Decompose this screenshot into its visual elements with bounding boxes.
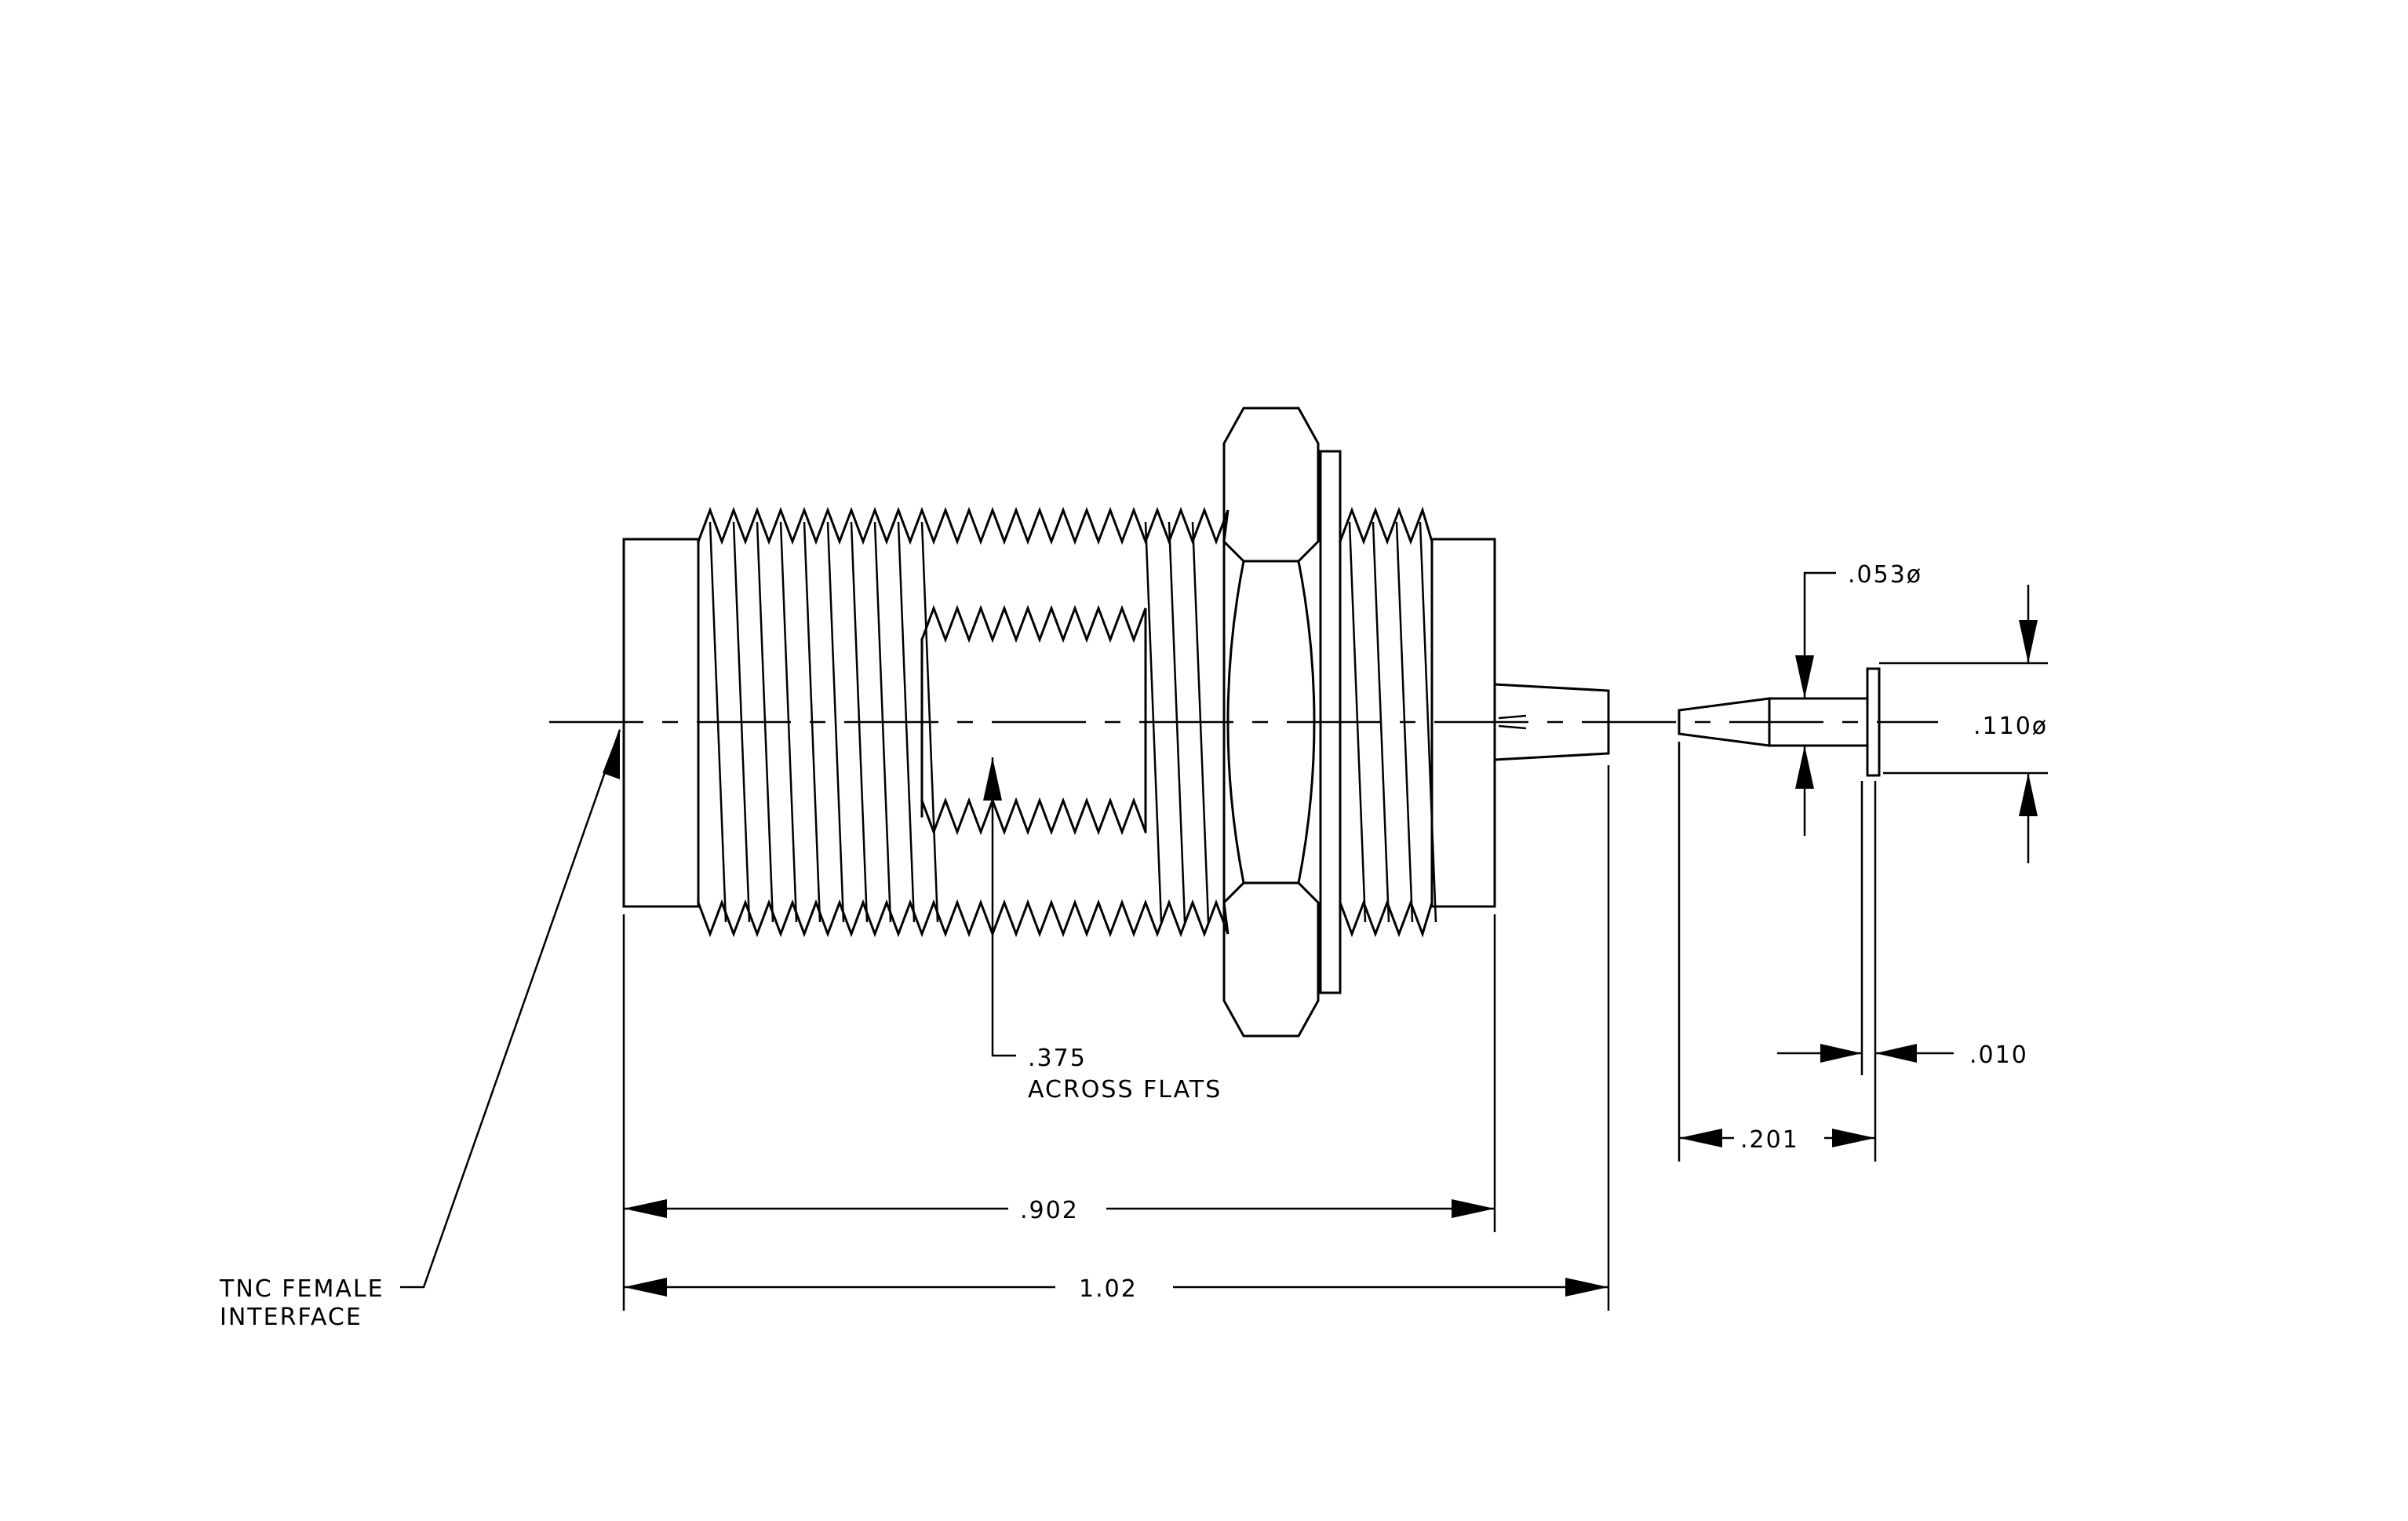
dim-053: .053ø — [1795, 561, 1922, 836]
dim-201: .201 — [1679, 1126, 1875, 1154]
dim-010-label: .010 — [1969, 1041, 2028, 1069]
interface-line1: TNC FEMALE — [219, 1275, 384, 1303]
dim-010: .010 — [1777, 1041, 2028, 1069]
contact-pin — [1678, 667, 1881, 777]
rear-pin-stub — [1493, 683, 1610, 761]
rear-threads — [1339, 506, 1437, 938]
interface-leader: TNC FEMALE INTERFACE — [219, 728, 621, 1331]
flats-note: ACROSS FLATS — [1028, 1076, 1222, 1103]
dim-201-label: .201 — [1740, 1126, 1799, 1154]
flats-leader: .375 ACROSS FLATS — [983, 757, 1222, 1103]
dim-902: .902 — [624, 1197, 1495, 1224]
interface-line2: INTERFACE — [220, 1304, 362, 1331]
dim-053-label: .053ø — [1848, 561, 1922, 589]
dim-110-label: .110ø — [1973, 713, 2048, 740]
hex-nut — [1222, 407, 1320, 1038]
flats-value: .375 — [1028, 1045, 1087, 1072]
dim-110: .110ø — [1973, 585, 2048, 863]
dim-102: 1.02 — [624, 1275, 1608, 1303]
dim-102-label: 1.02 — [1079, 1275, 1138, 1303]
extension-lines — [622, 662, 2048, 1311]
dim-902-label: .902 — [1020, 1197, 1079, 1224]
threaded-body — [697, 506, 1230, 938]
flat-window — [920, 604, 1147, 836]
